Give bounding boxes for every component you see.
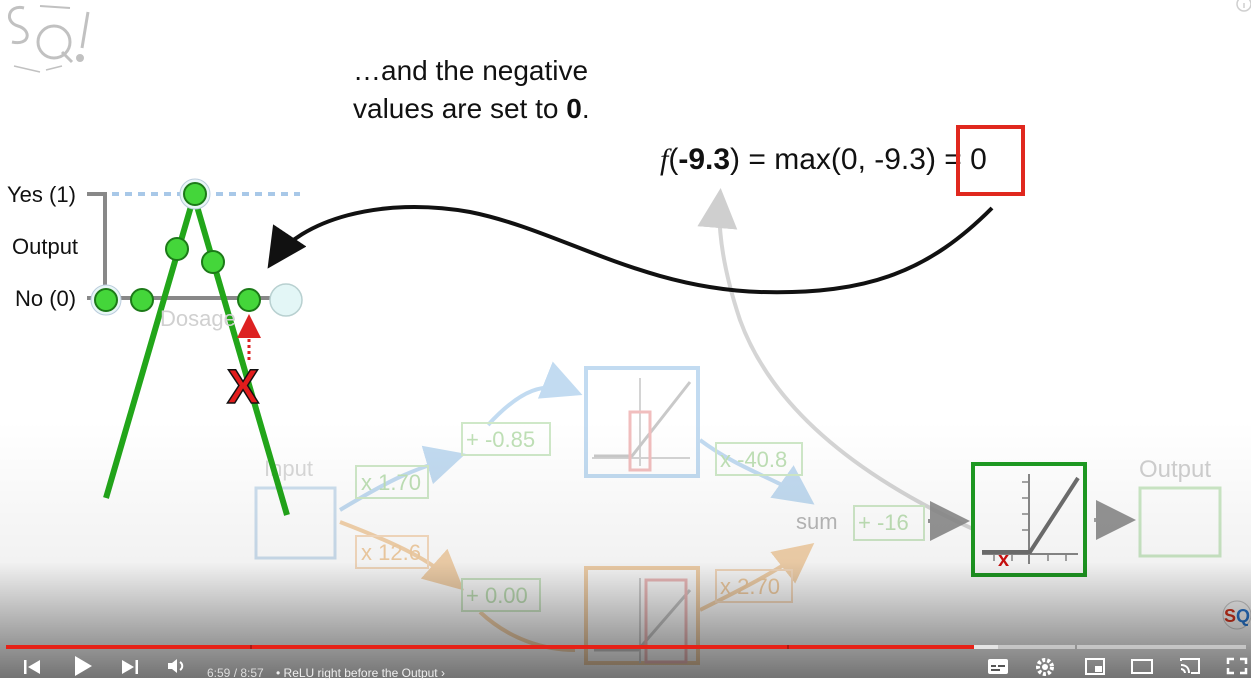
equation-result: = 0 [944, 143, 987, 176]
miniplayer-icon[interactable] [1084, 656, 1106, 676]
relu-equation: f(-9.3) = max(0, -9.3) = 0 [660, 143, 987, 176]
svg-text:S: S [1224, 606, 1236, 626]
sum-label: sum [796, 509, 838, 534]
subtitles-icon[interactable] [986, 656, 1010, 676]
title-line-2-end: . [581, 93, 590, 124]
blue-relu-box [584, 366, 700, 478]
fullscreen-icon[interactable] [1226, 656, 1248, 676]
graph-labels: Yes (1) Output No (0) Dosage [7, 182, 236, 331]
result-highlight-box [956, 125, 1025, 196]
play-icon[interactable] [72, 654, 94, 678]
progress-bar[interactable] [6, 645, 1246, 649]
dosage-label: Dosage [160, 306, 236, 331]
title-line-1: …and the negative [353, 55, 589, 86]
bias-2-label: + 0.00 [466, 583, 528, 608]
red-x-mark: X [227, 361, 259, 414]
statquest-logo [8, 5, 90, 73]
no-label: No (0) [15, 286, 76, 311]
svg-text:Q: Q [1236, 606, 1250, 626]
black-curved-arrow [267, 205, 994, 295]
weight-4-label: x 2.70 [720, 574, 780, 599]
chapter-marker [787, 645, 789, 649]
output-node-label: Output [1139, 456, 1211, 483]
cast-icon[interactable] [1178, 656, 1202, 676]
time-separator: / [230, 666, 241, 680]
time-total: 8:57 [240, 666, 264, 680]
chapter-title: ReLU right before the Output [283, 666, 438, 680]
equation-func: f [660, 143, 669, 176]
weight-3-label: x -40.8 [720, 447, 787, 472]
input-node-box [254, 486, 337, 560]
chapter-marker [1075, 645, 1077, 649]
chevron-right-icon: › [440, 666, 445, 680]
blue-edge-2 [486, 361, 583, 427]
equation-arg: -9.3 [678, 143, 731, 176]
equation-rest: ) = max(0, -9.3) [730, 143, 945, 176]
output-axis-label: Output [12, 234, 78, 259]
volume-icon[interactable] [166, 656, 188, 676]
green-curve [103, 195, 290, 516]
weight-2-label: x 12.6 [361, 540, 421, 565]
time-current: 6:59 [207, 666, 231, 680]
info-icon[interactable] [1236, 0, 1251, 12]
settings-gear-icon[interactable] [1034, 656, 1056, 678]
active-relu-box: x [971, 462, 1087, 577]
theater-mode-icon[interactable] [1130, 656, 1154, 676]
output-node-box [1138, 486, 1222, 558]
skip-back-icon[interactable] [22, 656, 42, 676]
time-display: 6:59 / 8:57 [207, 666, 264, 680]
chapter-bullet: • [276, 666, 281, 680]
relu-x-mark: x [998, 549, 1009, 571]
data-points [90, 178, 303, 317]
title-line-2-text: values are set to [353, 93, 567, 124]
player-controls: 6:59 / 8:57 • ReLU right before the Outp… [0, 652, 1251, 680]
bias-1-label: + -0.85 [466, 427, 535, 452]
yes-label: Yes (1) [7, 182, 76, 207]
gray-curved-arrow [697, 188, 1011, 547]
sum-bias-label: + -16 [858, 510, 909, 535]
title-line-2-bold: 0 [566, 93, 582, 124]
progress-played [6, 645, 975, 649]
skip-next-icon[interactable] [120, 656, 140, 676]
chapter-marker [250, 645, 252, 649]
weight-1-label: x 1.70 [361, 470, 421, 495]
chapter-title-button[interactable]: • ReLU right before the Output › [276, 666, 445, 680]
slide-title: …and the negative values are set to 0. [353, 52, 590, 128]
corner-logo: S Q [1222, 600, 1251, 630]
